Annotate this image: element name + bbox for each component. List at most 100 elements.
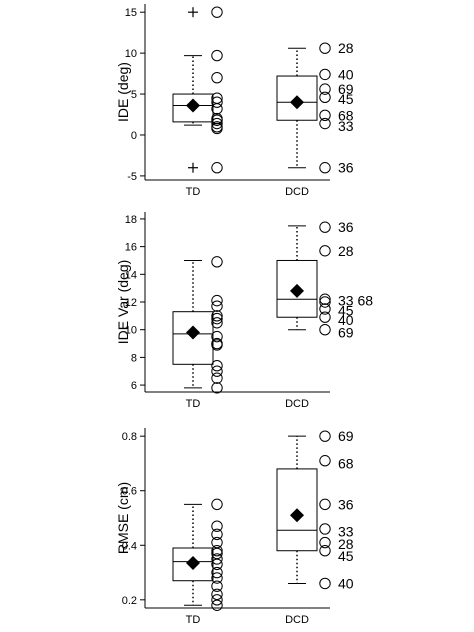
data-point [211,6,223,18]
data-point [211,96,223,108]
point-label: 68 [338,107,354,123]
data-point [319,42,331,54]
y-tick-label: 0.4 [122,540,137,552]
point-label: 28 [338,536,354,552]
point-label: 45 [338,91,354,107]
data-point [211,580,223,592]
data-point [211,558,223,571]
data-point [211,117,223,130]
x-category-label: DCD [285,398,309,410]
y-tick-label: 5 [131,89,137,101]
mean-marker [186,325,200,340]
data-point [211,566,223,579]
y-tick-label: 12 [125,297,137,309]
y-tick-label: -5 [127,171,137,183]
data-point [211,588,223,601]
data-point [211,599,223,611]
data-point [211,114,223,126]
mean-marker [186,556,200,570]
data-point [211,594,223,606]
data-point [211,256,223,268]
x-category-label: TD [186,186,201,198]
x-category-label: DCD [285,186,309,198]
mean-marker [290,95,304,110]
data-point [319,68,331,81]
y-tick-label: 8 [131,352,137,364]
data-point [211,520,223,532]
point-label: 40 [338,312,354,328]
y-tick-label: 6 [131,380,137,392]
data-point [319,430,331,442]
y-axis-label: RMSE (cm) [115,482,131,554]
point-label: 36 [338,219,354,235]
data-point [211,572,223,584]
point-label: 69 [338,81,354,97]
y-tick-label: 16 [125,242,137,254]
data-point [319,545,331,557]
data-point [211,300,223,312]
data-point [319,296,331,308]
data-point [319,109,331,122]
point-label: 40 [338,575,354,591]
data-point [211,162,223,174]
data-point [211,553,223,565]
point-label: 33 [338,118,354,134]
data-point [319,221,331,233]
data-point [319,162,331,174]
mean-marker [290,508,304,523]
point-label: 69 [338,324,354,340]
y-tick-label: 15 [125,7,137,19]
data-point [211,71,223,84]
y-axis-label: IDE Var (deg) [115,260,131,345]
point-label: 40 [338,66,354,82]
x-category-label: DCD [285,614,309,626]
mean-marker [290,283,304,298]
data-point [319,117,331,130]
data-point [211,498,223,511]
data-point [211,536,223,549]
data-point [211,317,223,329]
point-label: 45 [338,548,354,564]
data-point [319,523,331,535]
data-point [319,293,331,305]
point-label: 69 [338,428,354,444]
data-point [211,528,223,541]
y-tick-label: 0.6 [122,486,137,498]
data-point [319,311,331,323]
data-point [211,365,223,377]
data-point [211,359,223,372]
point-label: 33 [338,524,354,540]
point-label: 28 [338,40,354,56]
data-point [319,455,331,467]
point-label: 33 68 [338,293,373,309]
data-point [211,330,223,343]
data-point [211,382,223,394]
y-axis-label: IDE (deg) [115,62,131,122]
point-label: 36 [338,496,354,512]
data-point [319,536,331,549]
y-tick-label: 18 [125,214,137,226]
y-tick-label: 0.8 [122,431,137,443]
data-point [211,310,223,322]
y-tick-label: 10 [125,325,137,337]
data-point [211,372,223,384]
data-point [211,122,223,135]
data-point [319,91,331,104]
x-category-label: TD [186,398,201,410]
y-tick-label: 0.2 [122,595,137,607]
data-point [319,498,331,511]
data-point [319,577,331,590]
y-tick-label: 14 [125,269,137,281]
data-point [211,294,223,307]
x-category-label: TD [186,614,201,626]
data-point [211,312,223,325]
data-point [319,245,331,257]
point-label: 45 [338,302,354,318]
data-point [319,83,331,95]
data-point [319,303,331,315]
data-point [211,339,223,351]
point-label: 68 [338,455,354,471]
data-point [211,545,223,557]
mean-marker [186,98,200,113]
